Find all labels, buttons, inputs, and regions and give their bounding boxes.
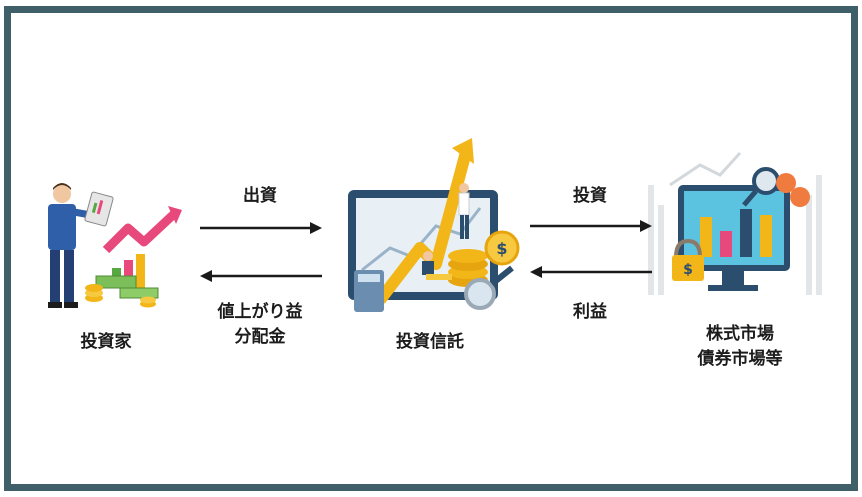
arrow-fund-to-investor [200, 270, 322, 282]
svg-text:$: $ [496, 239, 507, 258]
svg-text:$: $ [683, 262, 693, 278]
arrow-investor-to-fund [200, 222, 322, 234]
flow-label-returns: 値上がり益 分配金 [200, 300, 320, 350]
investor-illustration [36, 180, 186, 320]
market-label: 株式市場 債券市場等 [680, 322, 800, 372]
investor-label: 投資家 [80, 332, 132, 352]
arrow-fund-to-market [530, 220, 652, 232]
market-label-line1: 株式市場 [706, 324, 774, 344]
flow-label-investment: 投資 [573, 186, 607, 206]
market-illustration: $ [640, 145, 830, 305]
fund-label: 投資信託 [396, 332, 464, 352]
arrow-market-to-fund [530, 266, 652, 278]
flow-label-returns-line1: 値上がり益 [217, 302, 303, 322]
market-label-line2: 債券市場等 [697, 349, 783, 369]
fund-illustration: $ [340, 130, 530, 320]
flow-label-returns-line2: 分配金 [234, 327, 286, 347]
flow-label-capital: 出資 [243, 186, 277, 206]
flow-label-profit: 利益 [573, 302, 607, 322]
